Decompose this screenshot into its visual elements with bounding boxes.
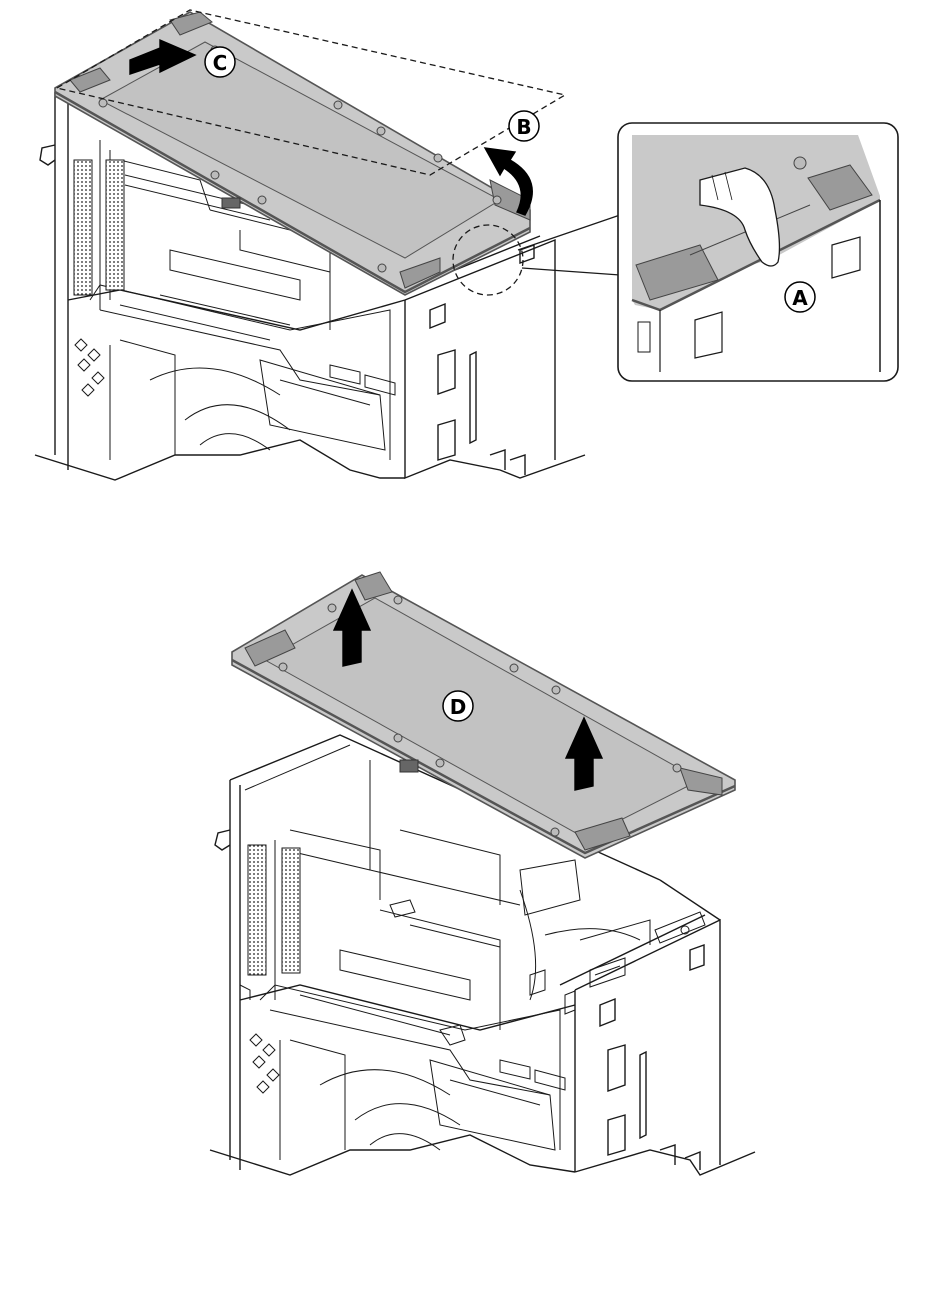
top-illustration bbox=[35, 10, 620, 480]
callout-c: C bbox=[205, 47, 235, 77]
removed-top-cover-panel bbox=[232, 572, 735, 858]
callout-d-label: D bbox=[450, 695, 467, 719]
detail-inset: A bbox=[618, 123, 898, 381]
callout-b-label: B bbox=[516, 115, 531, 139]
top-cover-panel bbox=[55, 12, 530, 295]
callout-d: D bbox=[443, 691, 473, 721]
callout-a-label: A bbox=[792, 286, 808, 310]
bottom-illustration bbox=[210, 572, 755, 1175]
callout-b: B bbox=[509, 111, 539, 141]
callout-c-label: C bbox=[213, 51, 228, 75]
